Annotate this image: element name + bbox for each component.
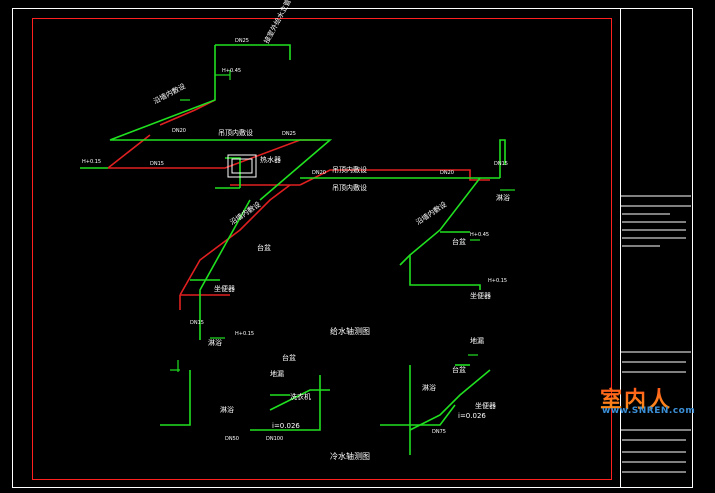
shower-label-3: 淋浴 [220, 405, 234, 414]
dn-label: DN100 [266, 436, 283, 442]
toilet-label-2: 坐便器 [470, 291, 491, 300]
basin-label-4: 台盆 [452, 365, 466, 374]
shower-label-1: 淋浴 [208, 338, 222, 347]
wall-concealed-right-label: 沿墙内敷设 [414, 200, 448, 227]
hanging-ceiling-label-1: 吊顶内敷设 [218, 128, 253, 137]
water-heater-label: 热水器 [260, 155, 281, 164]
watermark-logo: 室内人 www.SNREN.com [600, 382, 696, 418]
basin-label-2: 台盆 [452, 237, 466, 246]
top-note-label: 接室外给水立管 [262, 0, 293, 45]
slope-label-1: i=0.026 [272, 422, 300, 430]
hanging-ceiling-label-3: 吊顶内敷设 [332, 183, 367, 192]
dn-label: DN20 [312, 170, 326, 176]
title-block [620, 8, 693, 488]
basin-label-1: 台盆 [257, 243, 271, 252]
watermark-main: 室内人 [600, 382, 672, 414]
hot-water-title: 冷水轴测图 [330, 451, 370, 461]
height-label: H+0.45 [222, 68, 241, 74]
washer-label: 洗衣机 [290, 392, 311, 401]
water-heater-icon [227, 154, 257, 178]
watermark-url: www.SNREN.com [602, 406, 696, 416]
height-label: H+0.15 [488, 278, 507, 284]
dn-label: DN50 [225, 436, 239, 442]
toilet-label-1: 坐便器 [214, 284, 235, 293]
slope-label-2: i=0.026 [458, 412, 486, 420]
height-label: H+0.15 [82, 159, 101, 165]
basin-label-3: 台盆 [282, 353, 296, 362]
floor-drain-label-2: 地漏 [470, 336, 484, 345]
shower-label-4: 淋浴 [422, 383, 436, 392]
shower-label-2: 淋浴 [496, 193, 510, 202]
dn-label: DN20 [172, 128, 186, 134]
floor-drain-label: 地漏 [270, 369, 284, 378]
toilet-label-3: 坐便器 [475, 401, 496, 410]
dn-label: DN15 [150, 161, 164, 167]
dn-label: DN25 [282, 131, 296, 137]
fixture-marks [170, 70, 515, 372]
dn-label: DN25 [235, 38, 249, 44]
dn-label: DN20 [440, 170, 454, 176]
cold-water-title: 给水轴测图 [330, 326, 370, 336]
hot-pipes [107, 99, 490, 310]
dn-label: DN75 [432, 429, 446, 435]
title-block-lines [620, 195, 691, 473]
dn-label: DN15 [190, 320, 204, 326]
dn-label: DN15 [494, 161, 508, 167]
height-label: H+0.15 [235, 331, 254, 337]
wall-concealed-upper-label: 沿墙内敷设 [152, 81, 187, 105]
cold-pipes [80, 44, 506, 455]
height-label: H+0.45 [470, 232, 489, 238]
drawing-border [32, 18, 612, 480]
hanging-ceiling-label-2: 吊顶内敷设 [332, 165, 367, 174]
